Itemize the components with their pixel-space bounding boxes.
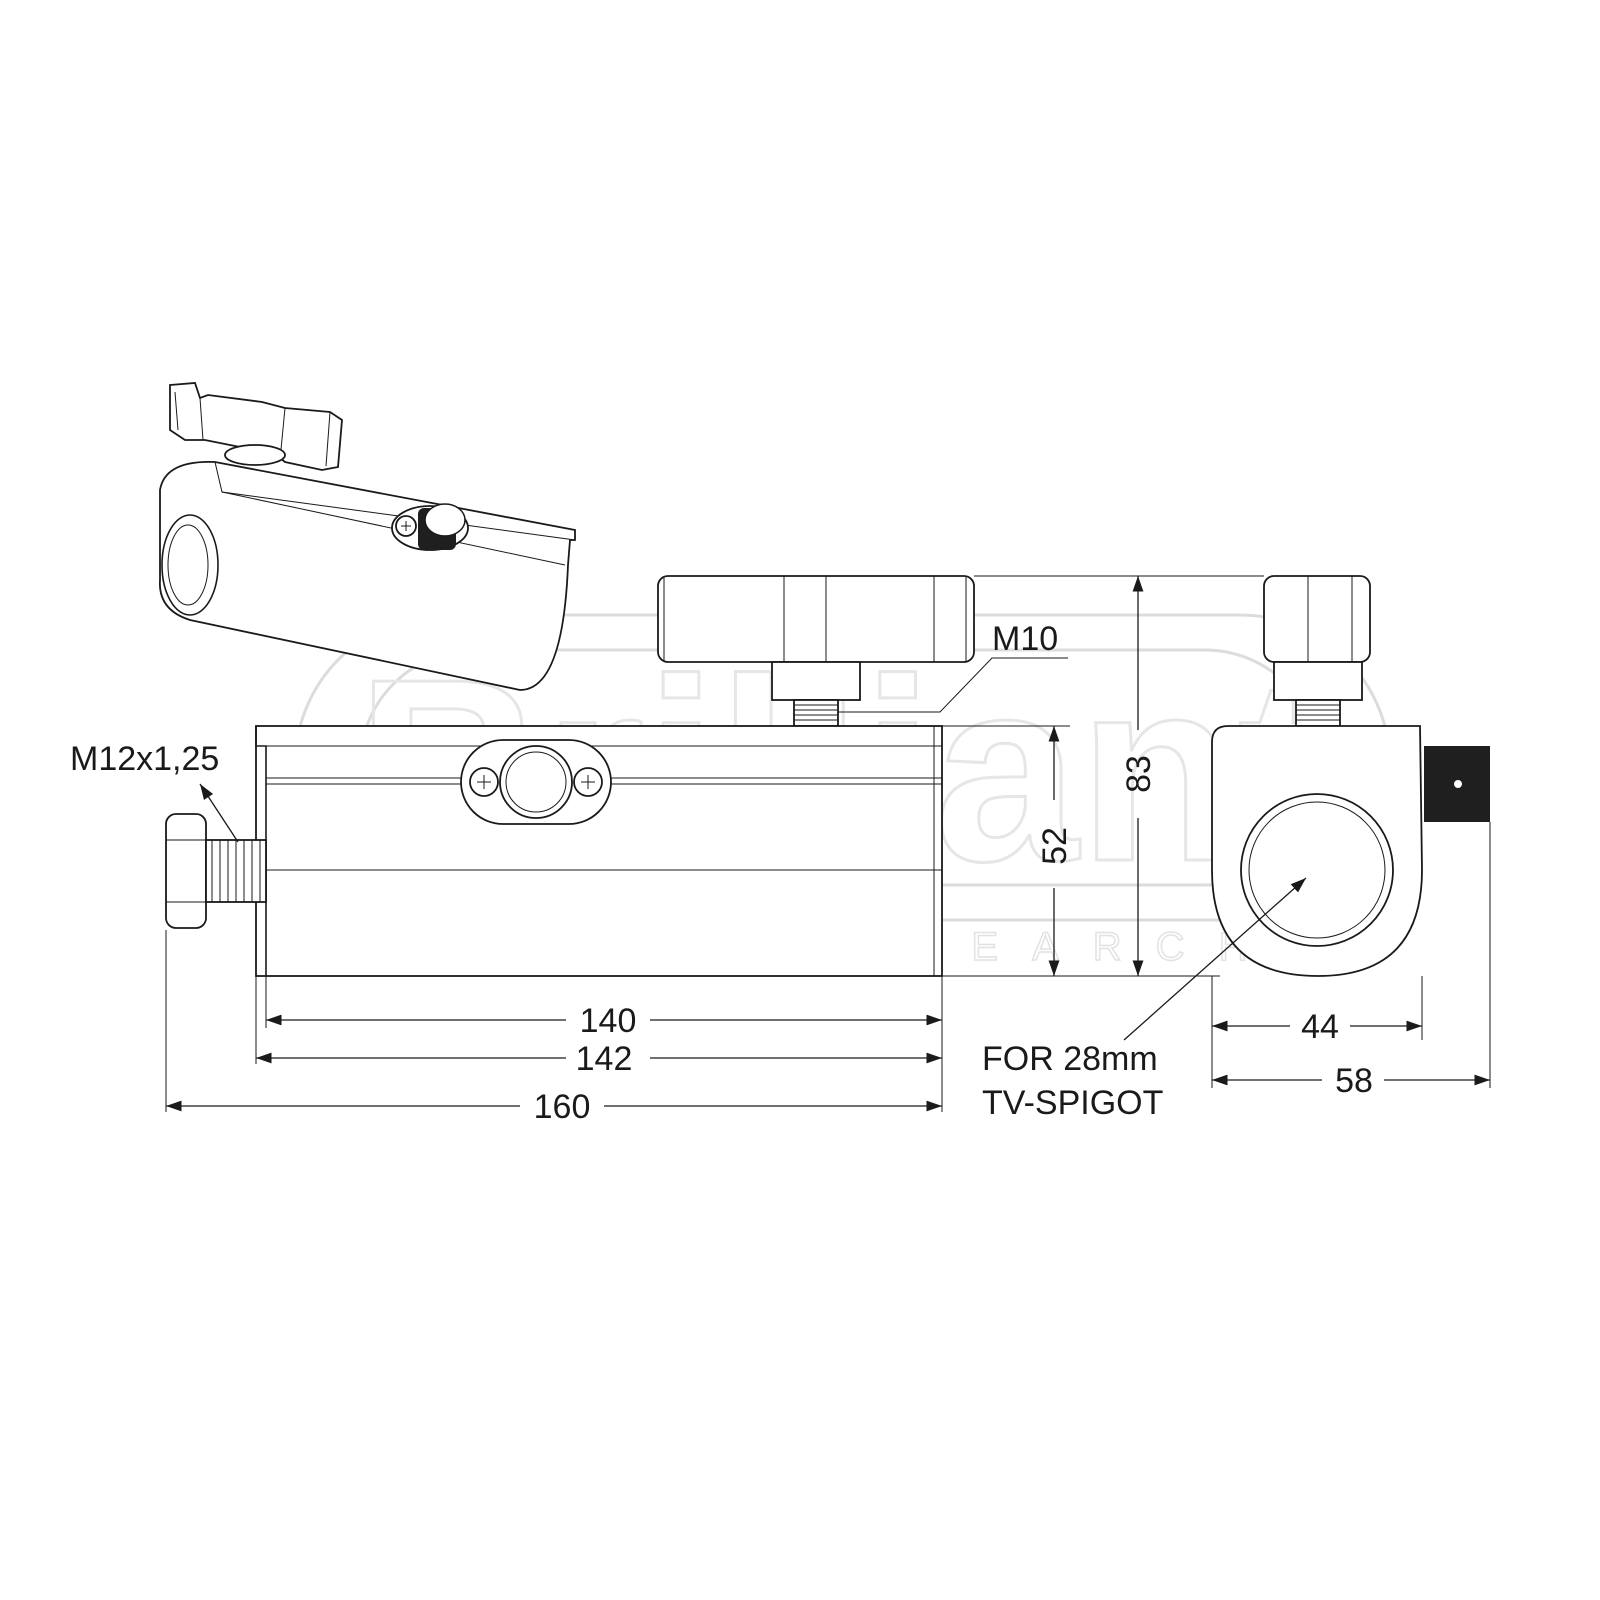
m10-thread-front xyxy=(793,699,839,727)
knob-collar-side xyxy=(1273,661,1363,701)
dimension-lines: 140 142 160 52 83 44 58 xyxy=(165,575,1491,1126)
m10-thread-side xyxy=(1295,699,1341,727)
wing-knob-front xyxy=(657,575,975,663)
spigot-hole-iso xyxy=(161,514,219,616)
knob-stem-iso xyxy=(224,444,286,466)
thread-knob-label: M10 xyxy=(992,620,1058,658)
front-view xyxy=(165,575,975,977)
dim-44-label: 44 xyxy=(1301,1008,1339,1046)
thread-bolt-label: M12x1,25 xyxy=(70,740,219,778)
spigot-hole-side xyxy=(1240,793,1394,947)
m10-leader xyxy=(838,657,1068,713)
clamp-body-iso xyxy=(159,461,576,691)
knurled-screw-front xyxy=(499,745,573,819)
side-view xyxy=(1211,575,1490,977)
wing-knob-side xyxy=(1263,575,1371,663)
dim-160-label: 160 xyxy=(534,1088,591,1126)
dim-142-label: 142 xyxy=(576,1040,633,1078)
wing-knob-iso xyxy=(169,382,343,471)
spigot-label-line1: FOR 28mm xyxy=(982,1040,1158,1078)
m12-bolt-front xyxy=(165,813,267,929)
perspective-view xyxy=(159,382,576,691)
spigot-label-line2: TV-SPIGOT xyxy=(982,1084,1163,1122)
dim-83-label: 83 xyxy=(1120,755,1158,793)
dim-52-label: 52 xyxy=(1036,827,1074,865)
dim-140-label: 140 xyxy=(580,1002,637,1040)
knob-collar-front xyxy=(771,661,861,701)
dim-58-label: 58 xyxy=(1335,1062,1373,1100)
callouts: M12x1,25 M10 FOR 28mm TV-SPIGOT xyxy=(70,620,1307,1122)
